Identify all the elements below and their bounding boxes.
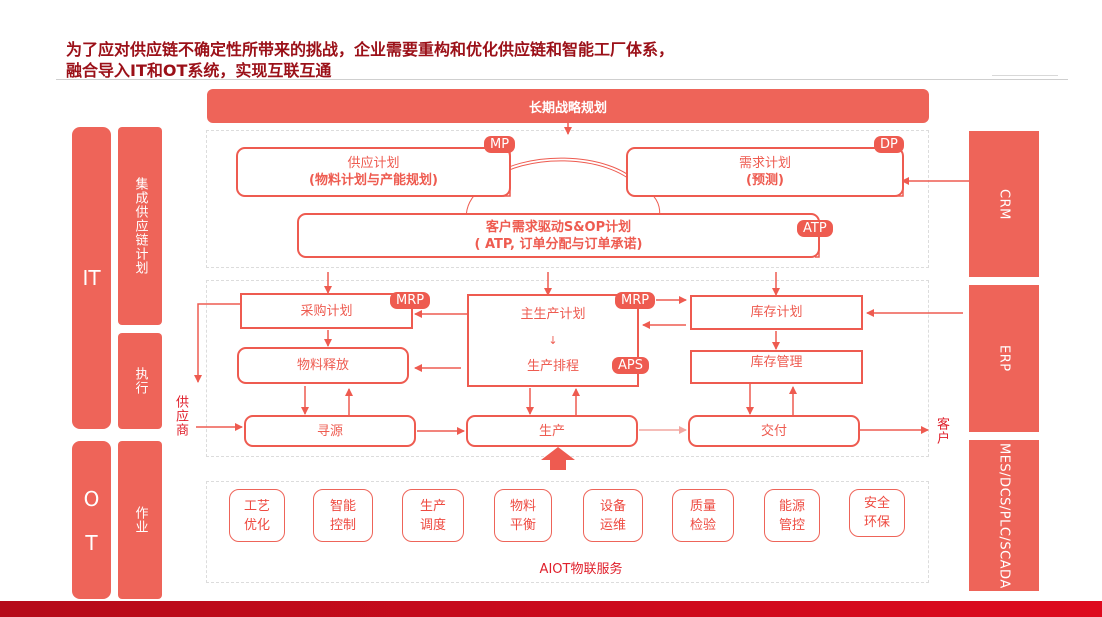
- service-material-balance[interactable]: 物料平衡: [494, 489, 552, 542]
- sop-plan-subtitle: ( ATP, 订单分配与订单承诺): [474, 236, 643, 252]
- atp-badge: ATP: [797, 220, 833, 237]
- material-release-box[interactable]: 物料释放: [237, 347, 409, 384]
- service-smart-control[interactable]: 智能控制: [313, 489, 373, 542]
- supply-plan-subtitle: (物料计划与产能规划): [309, 173, 438, 188]
- it-column: IT: [72, 127, 111, 429]
- delivery-label: 交付: [760, 423, 787, 439]
- supply-plan-box[interactable]: 供应计划 (物料计划与产能规划): [236, 147, 511, 197]
- production-input-arrow: [541, 447, 575, 470]
- ot-label: O T: [79, 487, 104, 553]
- operation-label: 作业: [132, 506, 148, 534]
- service-production-scheduling[interactable]: 生产调度: [402, 489, 464, 542]
- dp-badge: DP: [874, 136, 904, 153]
- service-equipment-maintenance[interactable]: 设备运维: [583, 489, 643, 542]
- execution-column: 执行: [118, 333, 162, 429]
- mp-badge: MP: [484, 136, 516, 153]
- aiot-services: 工艺优化 智能控制 生产调度 物料平衡 设备运维 质量检验 能源管控 安全环保: [229, 489, 905, 545]
- crm-block: CRM: [969, 131, 1039, 277]
- arrow-purchase-to-supplier: [194, 303, 240, 383]
- inventory-plan-label: 库存计划: [750, 305, 803, 320]
- mes-block: MES/DCS/PLC/SCADA: [969, 440, 1039, 591]
- mes-label: MES/DCS/PLC/SCADA: [996, 442, 1012, 589]
- master-production-label: 主生产计划: [520, 307, 586, 323]
- inventory-management-label: 库存管理: [750, 355, 803, 370]
- inventory-management-box[interactable]: 库存管理: [690, 350, 863, 384]
- title-line-1: 为了应对供应链不确定性所带来的挑战，企业需要重构和优化供应链和智能工厂体系，: [66, 40, 675, 59]
- aiot-label: AIOT物联服务: [539, 562, 623, 577]
- production-scheduling-label: 生产排程: [526, 358, 579, 374]
- arrow-down-icon: ↓: [548, 333, 558, 347]
- purchase-plan-box[interactable]: 采购计划: [240, 293, 413, 329]
- execution-label: 执行: [132, 367, 148, 395]
- title-line-2: 融合导入IT和OT系统，实现互联互通: [66, 61, 332, 80]
- purchase-mrp-badge: MRP: [390, 292, 431, 309]
- demand-plan-title: 需求计划: [738, 156, 791, 171]
- service-process-optimization[interactable]: 工艺优化: [229, 489, 285, 542]
- sop-plan-title: 客户需求驱动S&OP计划: [485, 219, 632, 235]
- ot-column: O T: [72, 441, 111, 599]
- master-production-box[interactable]: 主生产计划 ↓ 生产排程: [467, 294, 639, 387]
- supplier-label: 供应商: [173, 395, 188, 437]
- title-divider-accent: [992, 75, 1058, 76]
- aiot-region: [206, 481, 929, 583]
- title-divider: [56, 79, 1068, 80]
- demand-plan-subtitle: (预测): [746, 173, 784, 188]
- sourcing-box[interactable]: 寻源: [244, 415, 416, 447]
- service-energy-management[interactable]: 能源管控: [764, 489, 820, 542]
- service-quality-inspection[interactable]: 质量检验: [672, 489, 734, 542]
- erp-label: ERP: [996, 345, 1012, 372]
- master-mrp-badge: MRP: [615, 292, 656, 309]
- production-label: 生产: [538, 423, 565, 439]
- integrated-plan-label: 集成供应链计划: [132, 177, 148, 275]
- aps-badge: APS: [612, 357, 649, 374]
- strategy-bar: 长期战略规划: [207, 89, 929, 123]
- operation-column: 作业: [118, 441, 162, 599]
- customer-label: 客户: [934, 417, 949, 445]
- integrated-plan-column: 集成供应链计划: [118, 127, 162, 325]
- erp-block: ERP: [969, 285, 1039, 432]
- cycle-arc-top2: [488, 160, 639, 188]
- demand-plan-box[interactable]: 需求计划 (预测): [626, 147, 904, 197]
- sop-plan-box[interactable]: 客户需求驱动S&OP计划 ( ATP, 订单分配与订单承诺): [297, 213, 820, 258]
- inventory-plan-box[interactable]: 库存计划: [690, 295, 863, 330]
- service-safety-environment[interactable]: 安全环保: [849, 489, 905, 537]
- it-label: IT: [82, 266, 101, 290]
- crm-label: CRM: [996, 188, 1012, 220]
- sourcing-label: 寻源: [316, 423, 343, 439]
- page-title: 为了应对供应链不确定性所带来的挑战，企业需要重构和优化供应链和智能工厂体系， 融…: [66, 39, 674, 81]
- purchase-plan-label: 采购计划: [300, 303, 353, 319]
- delivery-box[interactable]: 交付: [688, 415, 860, 447]
- strategy-bar-label: 长期战略规划: [528, 100, 607, 116]
- material-release-label: 物料释放: [296, 358, 349, 373]
- supply-plan-title: 供应计划: [347, 156, 400, 171]
- production-box[interactable]: 生产: [466, 415, 638, 447]
- footer-band: [0, 601, 1102, 617]
